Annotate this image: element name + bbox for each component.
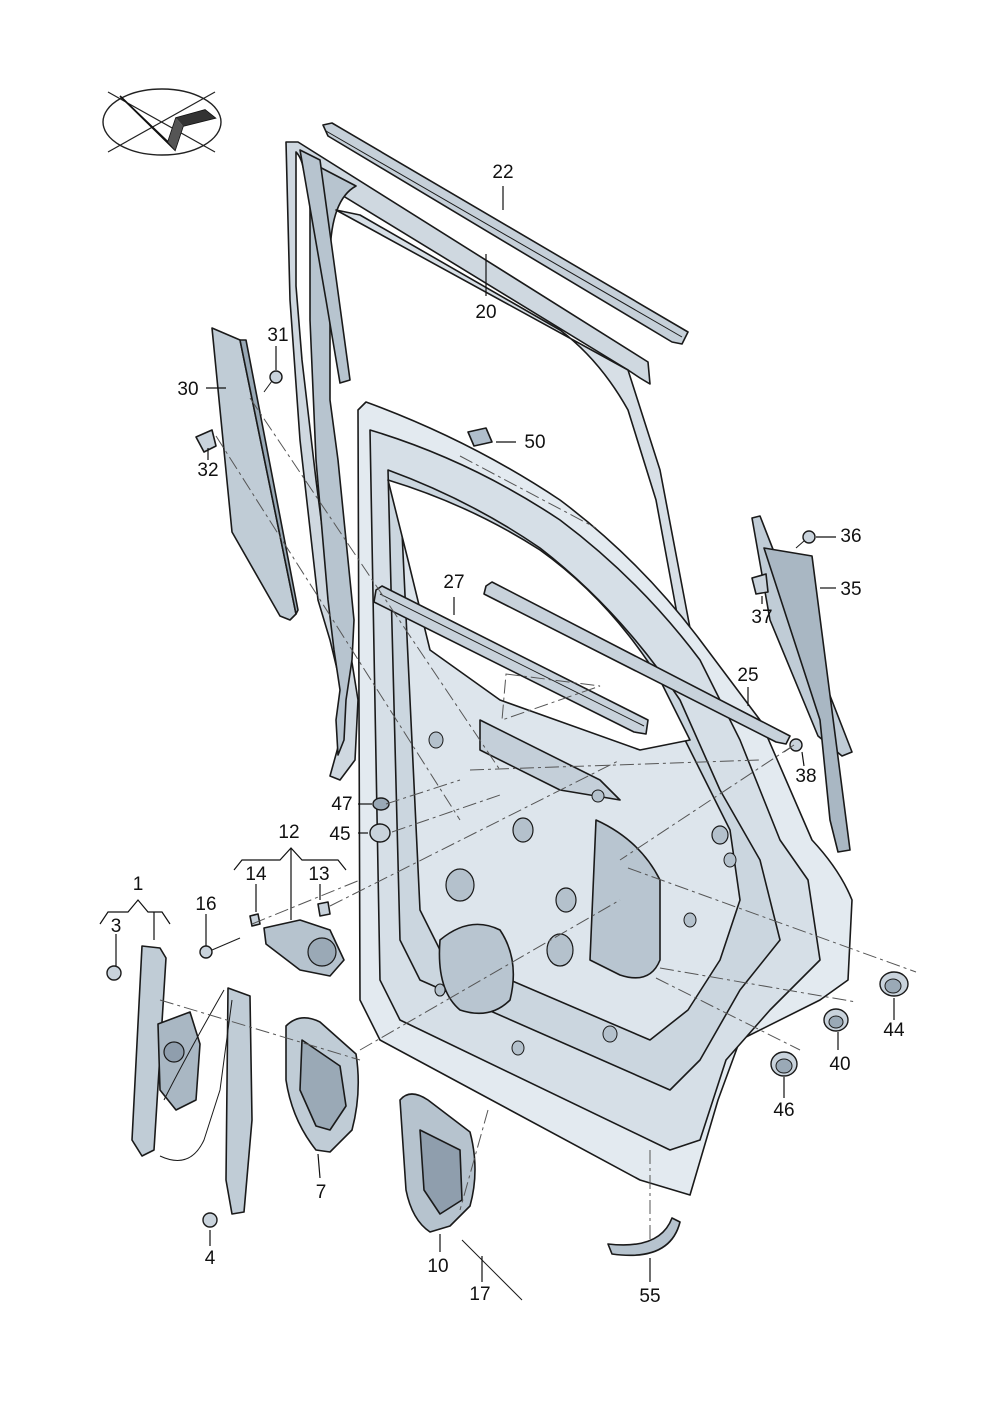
part-label-36: 36 [840, 526, 861, 547]
part-label-30: 30 [177, 379, 198, 400]
part-label-20: 20 [475, 302, 496, 323]
bolt-13[interactable] [317, 901, 331, 917]
pillar-trim-panel-35[interactable] [751, 515, 853, 853]
foil-pad-50[interactable] [467, 427, 493, 447]
part-label-13: 13 [308, 864, 329, 885]
plug-46[interactable] [770, 1051, 798, 1077]
part-number-labels: 1 3 4 7 10 12 13 14 16 17 20 22 25 27 30… [111, 162, 905, 1307]
nut-3[interactable] [106, 965, 122, 981]
part-label-4: 4 [205, 1248, 216, 1269]
screw-31[interactable] [263, 370, 283, 393]
part-label-7: 7 [316, 1182, 327, 1203]
part-label-35: 35 [840, 579, 861, 600]
part-label-14: 14 [245, 864, 267, 885]
sill-seal-55[interactable] [607, 1217, 681, 1257]
part-label-27: 27 [443, 572, 464, 593]
clip-37[interactable] [751, 573, 769, 595]
part-label-16: 16 [195, 894, 216, 915]
leader-lines [99, 186, 895, 1282]
plug-47[interactable] [372, 797, 390, 811]
part-label-40: 40 [829, 1054, 850, 1075]
pillar-trim-panel-30[interactable] [211, 327, 299, 621]
window-regulator-1[interactable] [131, 945, 253, 1215]
part-label-44: 44 [883, 1020, 905, 1041]
part-label-38: 38 [795, 766, 816, 787]
part-label-45: 45 [329, 824, 350, 845]
part-label-55: 55 [639, 1286, 660, 1307]
vw-audi-brand-mark-icon [102, 88, 222, 156]
cable-17[interactable] [461, 1239, 523, 1301]
window-channel-20[interactable] [285, 141, 691, 781]
screw-36[interactable] [795, 530, 816, 549]
part-label-10: 10 [427, 1256, 448, 1277]
part-label-25: 25 [737, 665, 758, 686]
part-label-22: 22 [492, 162, 513, 183]
window-guide-seal-22[interactable] [322, 122, 689, 345]
window-motor-12[interactable] [263, 919, 345, 977]
part-label-50: 50 [524, 432, 545, 453]
door-lock-10[interactable] [399, 1093, 476, 1233]
part-label-37: 37 [751, 607, 772, 628]
part-label-3: 3 [111, 916, 122, 937]
plug-44[interactable] [879, 971, 909, 997]
screw-16[interactable] [199, 937, 241, 959]
part-label-46: 46 [773, 1100, 794, 1121]
window-sill-strip-27[interactable] [373, 585, 649, 735]
part-label-1: 1 [133, 874, 144, 895]
bolt-14[interactable] [249, 913, 261, 927]
plug-40[interactable] [823, 1008, 849, 1032]
part-label-17: 17 [469, 1284, 490, 1305]
plug-45[interactable] [369, 823, 391, 843]
part-label-32: 32 [197, 460, 218, 481]
window-sill-strip-25[interactable] [483, 581, 791, 745]
part-label-47: 47 [331, 794, 352, 815]
assembly-reference-lines [159, 397, 917, 1240]
part-label-12: 12 [278, 822, 299, 843]
lock-cover-7[interactable] [285, 1017, 360, 1153]
clip-32[interactable] [195, 429, 217, 453]
part-label-31: 31 [267, 325, 288, 346]
nut-4[interactable] [202, 1212, 218, 1228]
door-shell[interactable] [357, 401, 853, 1196]
